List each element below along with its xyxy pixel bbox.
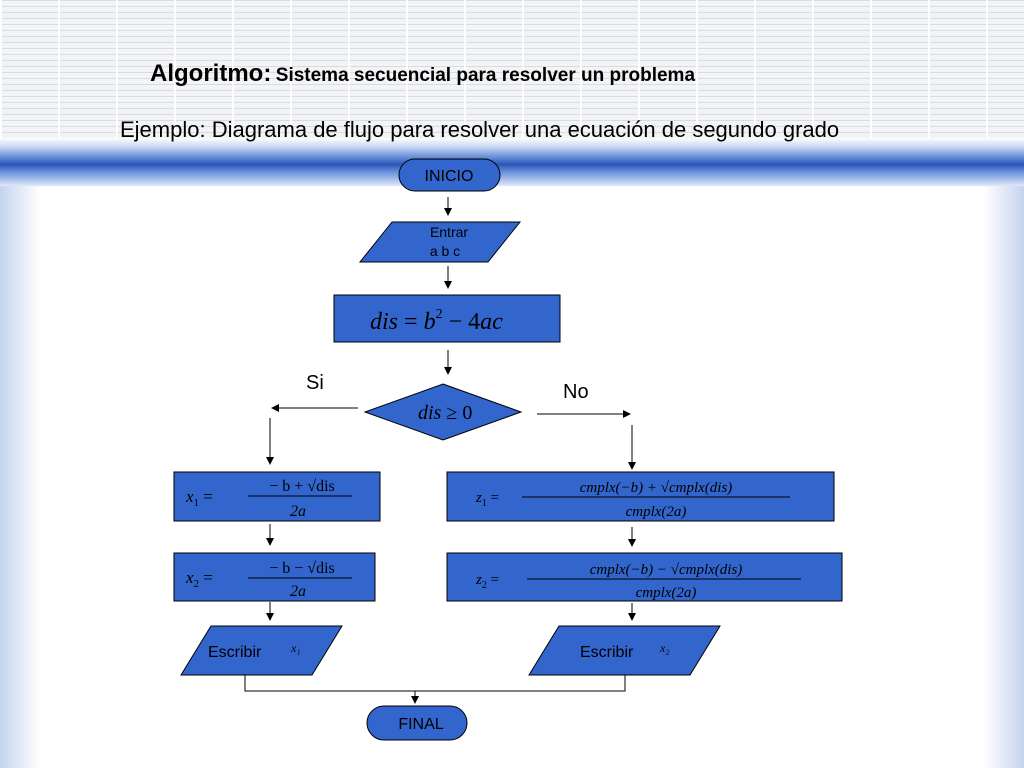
output-right-label: Escribir (580, 644, 634, 661)
yes-label: Si (306, 372, 324, 394)
process-box: dis = b2 − 4ac (333, 294, 561, 343)
x2-numerator: − b − √dis (269, 560, 335, 577)
z2-denominator: cmplx(2a) (636, 585, 697, 601)
left-fade (0, 186, 40, 768)
process-formula: dis = b2 − 4ac (370, 307, 503, 335)
z2-box: z2 = cmplx(−b) − √cmplx(dis) cmplx(2a) (446, 552, 843, 602)
merge-line (244, 675, 626, 692)
header-stripes (0, 0, 1024, 140)
x1-denominator: 2a (290, 503, 306, 520)
z1-denominator: cmplx(2a) (626, 504, 687, 520)
slide-title: Algoritmo: Sistema secuencial para resol… (150, 60, 695, 88)
title-sub: Sistema secuencial para resolver un prob… (275, 65, 696, 86)
z1-box: z1 = cmplx(−b) + √cmplx(dis) cmplx(2a) (446, 471, 835, 522)
z2-lhs: z2 = (475, 572, 499, 591)
input-label-1: Entrar (430, 224, 468, 240)
z2-numerator: cmplx(−b) − √cmplx(dis) (590, 562, 743, 578)
output-left-var: x₁ (290, 641, 301, 655)
input-label-2: a b c (430, 243, 460, 259)
x2-lhs: x2 = (185, 568, 213, 590)
start-terminal: INICIO (398, 158, 501, 192)
output-right-var: x₂ (659, 641, 670, 655)
title-main: Algoritmo: (150, 60, 272, 87)
start-label: INICIO (425, 168, 474, 185)
output-right-parallelogram: Escribir x₂ (528, 625, 721, 676)
z1-lhs: z1 = (475, 490, 499, 509)
z1-numerator: cmplx(−b) + √cmplx(dis) (580, 480, 733, 496)
slide-subtitle: Ejemplo: Diagrama de flujo para resolver… (120, 117, 840, 142)
end-label: FINAL (398, 716, 443, 733)
x2-denominator: 2a (290, 583, 306, 600)
x1-numerator: − b + √dis (269, 478, 335, 495)
no-label: No (563, 381, 589, 403)
x2-box: x2 = − b − √dis 2a (173, 552, 376, 602)
right-fade (984, 186, 1024, 768)
decision-diamond: dis ≥ 0 (363, 383, 523, 441)
output-left-label: Escribir (208, 644, 262, 661)
x1-box: x1 = − b + √dis 2a (173, 471, 381, 522)
input-parallelogram: Entrar a b c (358, 221, 522, 263)
end-terminal: FINAL (366, 705, 468, 741)
decision-label: dis ≥ 0 (418, 402, 472, 424)
output-left-parallelogram: Escribir x₁ (180, 625, 343, 676)
x1-lhs: x1 = (185, 487, 213, 509)
header-band (0, 138, 1024, 186)
